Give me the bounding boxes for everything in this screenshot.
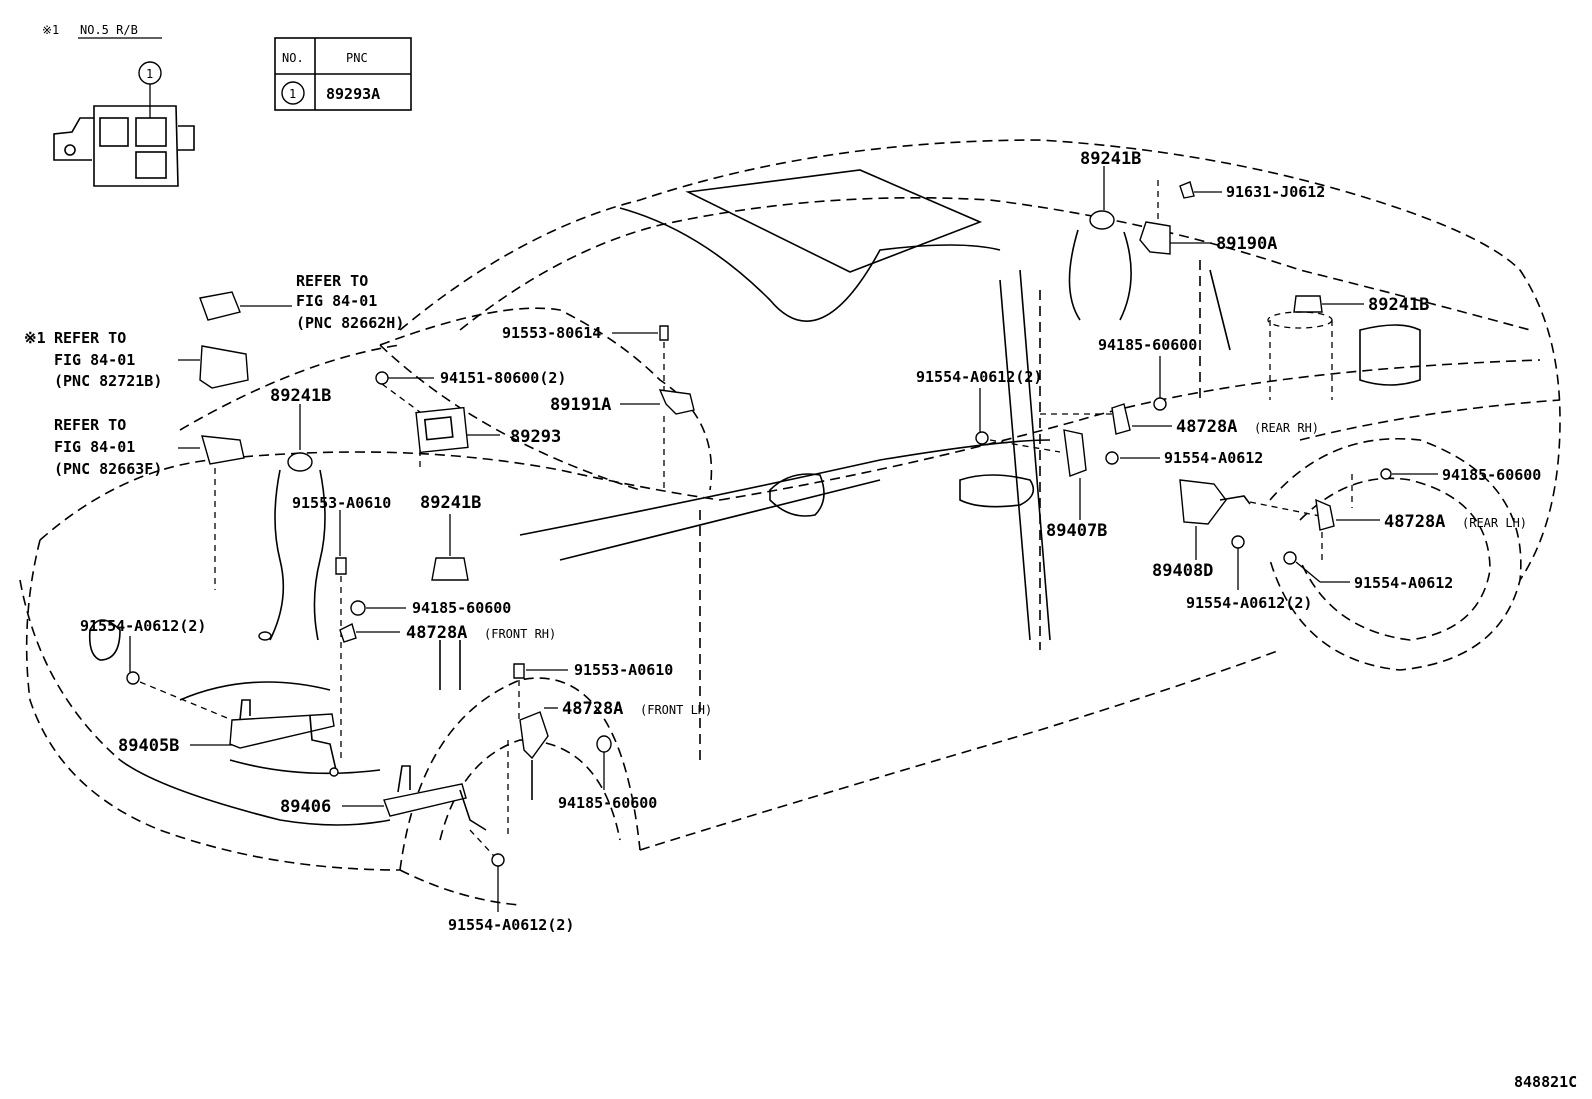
legend-circle-number: 1 bbox=[146, 67, 153, 81]
ref3-line1: REFER TO bbox=[54, 416, 126, 434]
bolt-91553-80614 bbox=[659, 325, 669, 341]
label-91553-A0610-b: 91553-A0610 bbox=[574, 661, 673, 679]
link-48728A-rear-rh bbox=[1040, 403, 1172, 435]
link-48728A-front-rh bbox=[339, 622, 400, 643]
legend: ※1 NO.5 R/B 1 bbox=[42, 23, 195, 187]
label-91553-A0610-a: 91553-A0610 bbox=[292, 494, 391, 512]
sensor-bracket-icon bbox=[201, 435, 245, 465]
label-89241B-mid: 89241B bbox=[420, 493, 481, 513]
reference-block-3: REFER TO FIG 84-01 (PNC 82663F) bbox=[54, 416, 245, 590]
label-89405B: 89405B bbox=[118, 736, 179, 756]
label-89241B-top: 89241B bbox=[1080, 149, 1141, 169]
ref3-line2: FIG 84-01 bbox=[54, 438, 135, 456]
label-89406: 89406 bbox=[280, 797, 331, 817]
label-48728A-rear-rh: 48728A bbox=[1176, 417, 1237, 437]
label-89241B-rear: 89241B bbox=[1368, 295, 1429, 315]
pnc-row-pnc: 89293A bbox=[326, 85, 380, 103]
label-91554-bottom: 91554-A0612(2) bbox=[448, 916, 574, 934]
label-91554-door: 91554-A0612(2) bbox=[916, 368, 1042, 386]
label-rear-rh-note: (REAR RH) bbox=[1254, 421, 1319, 435]
label-48728A-front-rh: 48728A bbox=[406, 623, 467, 643]
ref3-line3: (PNC 82663F) bbox=[54, 460, 162, 478]
pnc-row-no: 1 bbox=[289, 87, 296, 101]
ref1-line1: REFER TO bbox=[296, 272, 368, 290]
bolt-91553-A0610-a bbox=[335, 510, 347, 760]
bolt-91554-b bbox=[1283, 551, 1350, 583]
reference-block-2: ※1 REFER TO FIG 84-01 (PNC 82721B) bbox=[24, 329, 249, 390]
bolt-91554-a bbox=[1105, 451, 1160, 465]
bolt-91554-rear2 bbox=[1231, 535, 1245, 590]
link-48728A-front-lh bbox=[507, 707, 558, 836]
nut-94185-rear bbox=[1153, 356, 1167, 411]
bolt-91554-bottom bbox=[469, 829, 505, 912]
label-91554-left: 91554-A0612(2) bbox=[80, 617, 206, 635]
label-91554-A0612-b: 91554-A0612 bbox=[1354, 574, 1453, 592]
sensor-89406 bbox=[342, 765, 487, 831]
label-front-lh-note: (FRONT LH) bbox=[640, 703, 712, 717]
car-body-outline bbox=[19, 139, 1561, 906]
label-89191A: 89191A bbox=[550, 395, 611, 415]
nut-94185-a bbox=[350, 600, 406, 616]
ref1-line3: (PNC 82662H) bbox=[296, 314, 404, 332]
part-labels: 89241B 91631-J0612 89190A 89241B 91553-8… bbox=[80, 149, 1541, 934]
ref1-line2: FIG 84-01 bbox=[296, 292, 377, 310]
pnc-header-pnc: PNC bbox=[346, 51, 368, 65]
link-48728A-rear-lh bbox=[1315, 498, 1380, 560]
label-94185-60600-b: 94185-60600 bbox=[558, 794, 657, 812]
label-94185-60600-a: 94185-60600 bbox=[412, 599, 511, 617]
bolt-91554-left bbox=[126, 636, 233, 721]
label-94151-80600: 94151-80600(2) bbox=[440, 369, 566, 387]
relay-block-icon bbox=[53, 105, 195, 187]
label-91554-A0612-a: 91554-A0612 bbox=[1164, 449, 1263, 467]
part-89293 bbox=[375, 371, 500, 470]
bracket-89190A bbox=[1139, 221, 1212, 255]
pnc-row-circle bbox=[281, 81, 305, 105]
ref2-symbol: ※1 bbox=[24, 329, 46, 347]
bolt-91631 bbox=[1157, 180, 1222, 222]
pnc-table: NO. PNC 1 89293A bbox=[274, 37, 412, 111]
sensor-89408D bbox=[1179, 479, 1321, 560]
airspring-front-left bbox=[258, 404, 326, 641]
bolt-91554-door bbox=[975, 388, 1061, 453]
nut-94185-b bbox=[596, 735, 612, 790]
label-89190A: 89190A bbox=[1216, 234, 1277, 254]
label-91631-J0612: 91631-J0612 bbox=[1226, 183, 1325, 201]
label-48728A-front-lh: 48728A bbox=[562, 699, 623, 719]
legend-note: NO.5 R/B bbox=[80, 23, 138, 37]
sensor-89407B bbox=[1063, 429, 1087, 520]
label-front-rh-note: (FRONT RH) bbox=[484, 627, 556, 641]
airspring-rear-top bbox=[1068, 166, 1132, 321]
relay-bracket-icon bbox=[199, 345, 249, 389]
clip-94151 bbox=[375, 371, 389, 385]
label-89407B: 89407B bbox=[1046, 521, 1107, 541]
label-48728A-rear-lh: 48728A bbox=[1384, 512, 1445, 532]
label-89408D: 89408D bbox=[1152, 561, 1213, 581]
figure-id: 848821C bbox=[1514, 1073, 1577, 1091]
airspring-rear-right bbox=[1267, 295, 1364, 400]
pnc-header-no: NO. bbox=[282, 51, 304, 65]
sensor-89405B bbox=[190, 699, 339, 777]
label-91553-80614: 91553-80614 bbox=[502, 324, 601, 342]
legend-symbol: ※1 bbox=[42, 23, 59, 37]
label-89293: 89293 bbox=[510, 427, 561, 447]
label-94185-60600-rear: 94185-60600 bbox=[1098, 336, 1197, 354]
label-rear-lh-note: (REAR LH) bbox=[1462, 516, 1527, 530]
nut-94185-rlh bbox=[1351, 468, 1438, 508]
connector-icon bbox=[199, 291, 241, 321]
bolt-91553-A0610-b bbox=[513, 663, 568, 720]
label-89241B-front: 89241B bbox=[270, 386, 331, 406]
label-91554-rear2: 91554-A0612(2) bbox=[1186, 594, 1312, 612]
part-89191A bbox=[612, 325, 695, 490]
ref2-line3: (PNC 82721B) bbox=[54, 372, 162, 390]
reference-block-1: REFER TO FIG 84-01 (PNC 82662H) bbox=[199, 272, 404, 332]
ref2-line2: FIG 84-01 bbox=[54, 351, 135, 369]
label-94185-60600-rlh: 94185-60600 bbox=[1442, 466, 1541, 484]
ref2-line1: REFER TO bbox=[54, 329, 126, 347]
airspring-front-right bbox=[431, 514, 469, 690]
